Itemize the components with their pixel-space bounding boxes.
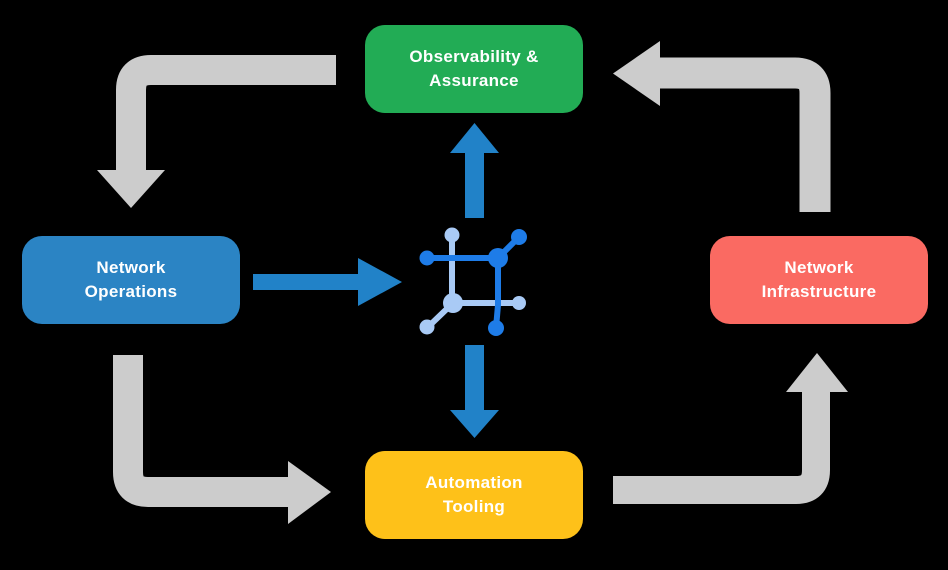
box-label-line: Observability & xyxy=(409,47,539,66)
box-label-line: Operations xyxy=(84,282,178,301)
box-label-line: Assurance xyxy=(429,71,519,90)
network-mesh-icon-dark-strokes xyxy=(419,229,527,336)
network-mesh-icon-light-strokes xyxy=(419,227,526,335)
arrow-operations-to-center xyxy=(253,258,402,306)
box-label-line: Tooling xyxy=(442,497,506,516)
arrow-tooling-to-infrastructure xyxy=(613,353,848,504)
arrow-center-to-tooling xyxy=(450,345,499,438)
blue-connector-arrows xyxy=(253,123,499,438)
box-network-operations: Network Operations xyxy=(22,236,240,324)
box-label-line: Automation xyxy=(425,473,523,492)
box-automation-tooling: Automation Tooling xyxy=(365,451,583,539)
box-network-infrastructure: Network Infrastructure xyxy=(710,236,928,324)
box-label-line: Network xyxy=(784,258,854,277)
box-label-line: Infrastructure xyxy=(761,282,877,301)
box-observability-assurance: Observability & Assurance xyxy=(365,25,583,113)
arrow-infrastructure-to-observability xyxy=(613,41,831,212)
arrow-operations-to-tooling xyxy=(113,355,331,524)
arrow-center-to-observability xyxy=(450,123,499,218)
arrow-observability-to-operations xyxy=(97,55,336,208)
box-label-line: Network xyxy=(96,258,166,277)
network-mesh-icon xyxy=(419,227,527,336)
gray-cycle-arrows xyxy=(97,41,848,524)
